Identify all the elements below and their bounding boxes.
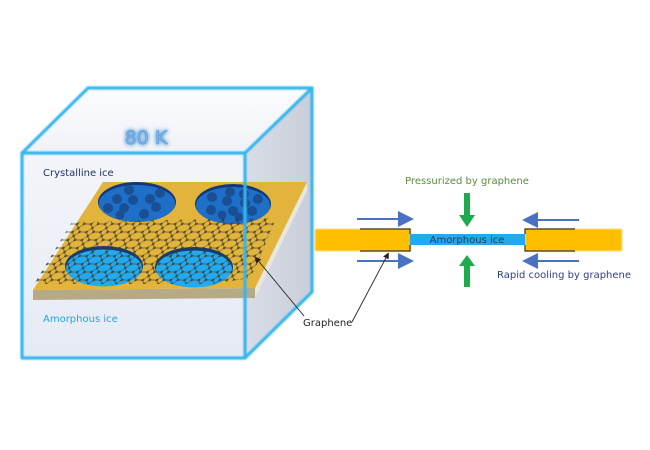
amorphous-channel [410, 234, 525, 245]
graphene-pointer-section [351, 252, 389, 323]
chamber-edges [20, 86, 314, 360]
temperature-label: 80 K [125, 127, 168, 149]
channel-label: Amorphous ice [430, 235, 505, 246]
crystalline-ice-label: Crystalline ice [43, 168, 114, 179]
cooling-label: Rapid cooling by graphene [497, 270, 631, 281]
graphene-layer-right [524, 228, 575, 234]
gold-bar-left [315, 229, 411, 251]
cross-section: Amorphous ice Pressurized by graphene Ra… [315, 176, 631, 287]
plate-front-edge [33, 288, 255, 300]
crystalline-ice-well-right [195, 184, 271, 224]
substrate-plate [33, 182, 307, 300]
graphene-layer-left-bottom [360, 245, 411, 252]
pressure-label: Pressurized by graphene [405, 176, 529, 187]
crystalline-ice-well-left [98, 182, 176, 222]
graphene-label: Graphene [303, 318, 352, 329]
gold-bar-right [525, 229, 622, 251]
graphene-layer-right-bottom [524, 245, 575, 252]
plate-side-edge [255, 182, 307, 298]
graphene-layer-left [360, 228, 411, 234]
graphene-pointer-plate [254, 256, 305, 317]
pressure-arrow-up [459, 255, 475, 287]
amorphous-ice-label: Amorphous ice [43, 314, 118, 325]
graphene-lattice [34, 218, 276, 284]
chamber-top-face [22, 88, 312, 153]
pressure-arrow-down [459, 193, 475, 227]
